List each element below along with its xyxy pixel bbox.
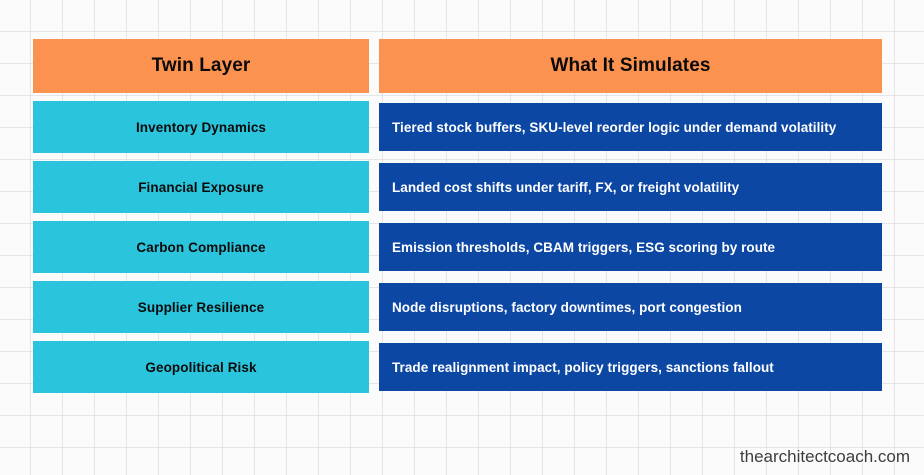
table-row: Geopolitical Risk Trade realignment impa… (33, 341, 882, 393)
table-header-row: Twin Layer What It Simulates (33, 39, 882, 93)
cell-twin-layer: Geopolitical Risk (33, 341, 369, 393)
cell-what-it-simulates: Tiered stock buffers, SKU-level reorder … (379, 103, 882, 151)
cell-twin-layer: Inventory Dynamics (33, 101, 369, 153)
cell-twin-layer: Financial Exposure (33, 161, 369, 213)
column-header-twin-layer: Twin Layer (33, 39, 369, 93)
column-header-what-it-simulates: What It Simulates (379, 39, 882, 93)
cell-twin-layer: Supplier Resilience (33, 281, 369, 333)
cell-what-it-simulates: Node disruptions, factory downtimes, por… (379, 283, 882, 331)
table-row: Financial Exposure Landed cost shifts un… (33, 161, 882, 213)
twin-layer-table: Twin Layer What It Simulates Inventory D… (33, 39, 882, 393)
table-row: Supplier Resilience Node disruptions, fa… (33, 281, 882, 333)
cell-twin-layer: Carbon Compliance (33, 221, 369, 273)
table-row: Inventory Dynamics Tiered stock buffers,… (33, 101, 882, 153)
cell-what-it-simulates: Landed cost shifts under tariff, FX, or … (379, 163, 882, 211)
cell-what-it-simulates: Trade realignment impact, policy trigger… (379, 343, 882, 391)
watermark-url: thearchitectcoach.com (739, 447, 910, 466)
cell-what-it-simulates: Emission thresholds, CBAM triggers, ESG … (379, 223, 882, 271)
table-row: Carbon Compliance Emission thresholds, C… (33, 221, 882, 273)
